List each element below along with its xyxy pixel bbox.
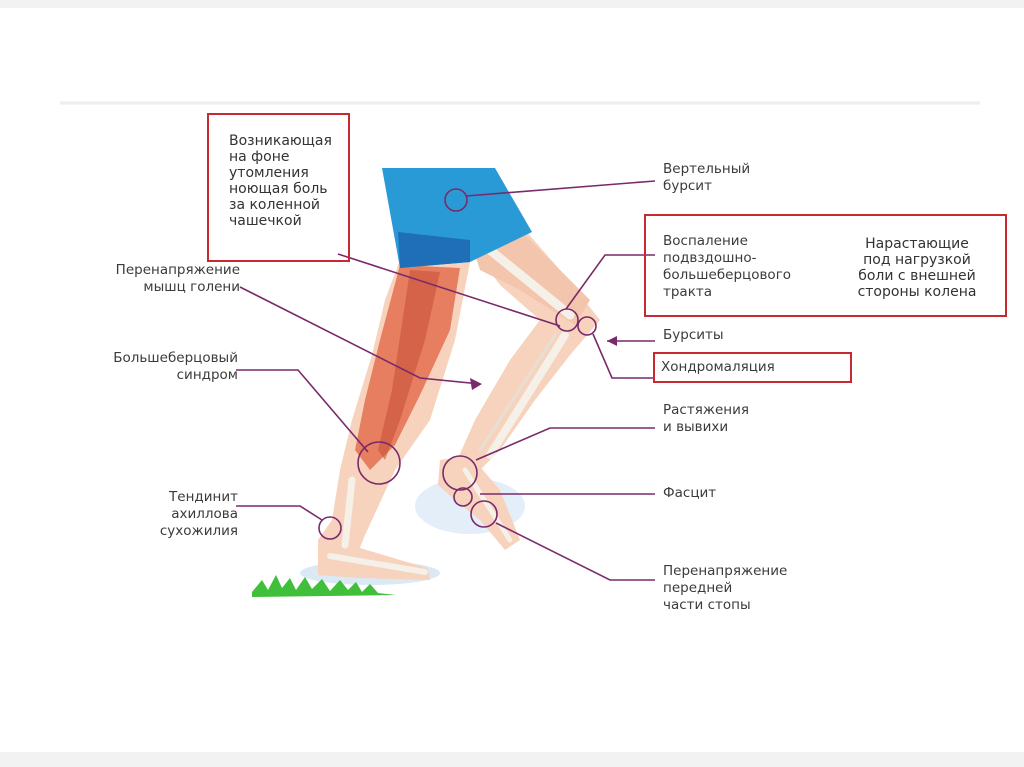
ring-heel [453, 487, 473, 507]
line-achilles [236, 505, 323, 521]
callout-patella-box [207, 113, 350, 262]
slide-top-band [0, 0, 1024, 8]
ring-hip [444, 188, 468, 212]
marker-rings [318, 188, 597, 540]
line-tibial [236, 369, 369, 453]
arrow-calf [470, 378, 482, 390]
ring-achilles [318, 516, 342, 540]
line-chondromalacia [592, 333, 655, 379]
grass [252, 575, 396, 597]
line-calf [239, 286, 481, 385]
label-fasciitis: Фасцит [663, 485, 717, 501]
callout-patella-text: Возникающая на фоне утомления ноющая бол… [229, 133, 332, 229]
ring-ankle [442, 455, 478, 491]
line-patella [337, 253, 561, 327]
label-it-band: Воспаление подвздошно- большеберцового т… [663, 233, 792, 300]
callout-lateral-knee-text: Нарастающие под нагрузкой боли с внешней… [857, 236, 977, 300]
label-tibial-syndrome: Большеберцовый синдром [113, 350, 238, 383]
slide-bottom-band [0, 752, 1024, 767]
back-foot-bones [327, 553, 428, 575]
femur [485, 245, 575, 320]
line-it-band [565, 254, 655, 310]
line-trochanteric [465, 180, 656, 197]
back-tibia [341, 476, 356, 549]
front-foot-bones [462, 467, 513, 543]
callout-chondromalacia-box [653, 352, 852, 383]
fibula [478, 333, 557, 452]
label-sprains: Растяжения и вывихи [663, 402, 750, 435]
arrow-bursitis [607, 336, 617, 346]
line-sprains [475, 427, 655, 461]
tibia [486, 331, 569, 459]
line-forefoot [495, 522, 655, 581]
callout-lateral-knee-box [644, 214, 1007, 317]
ring-shin [357, 441, 401, 485]
label-chondromalacia: Хондромаляция [661, 359, 775, 375]
shorts-shade [398, 232, 470, 268]
ring-knee-outer [555, 308, 579, 332]
arrow-heads [470, 336, 617, 390]
label-forefoot-strain: Перенапряжение передней части стопы [663, 563, 788, 613]
ring-knee-bursa [577, 316, 597, 336]
calf-muscle-shade [378, 270, 440, 460]
label-achilles-tendinitis: Тендинит ахиллова сухожилия [159, 489, 238, 539]
label-calf-overstrain: Перенапряжение мышц голени [115, 262, 240, 295]
label-trochanteric-bursitis: Вертельный бурсит [663, 161, 751, 194]
label-bursitis: Бурситы [663, 327, 724, 343]
ring-forefoot [470, 500, 498, 528]
